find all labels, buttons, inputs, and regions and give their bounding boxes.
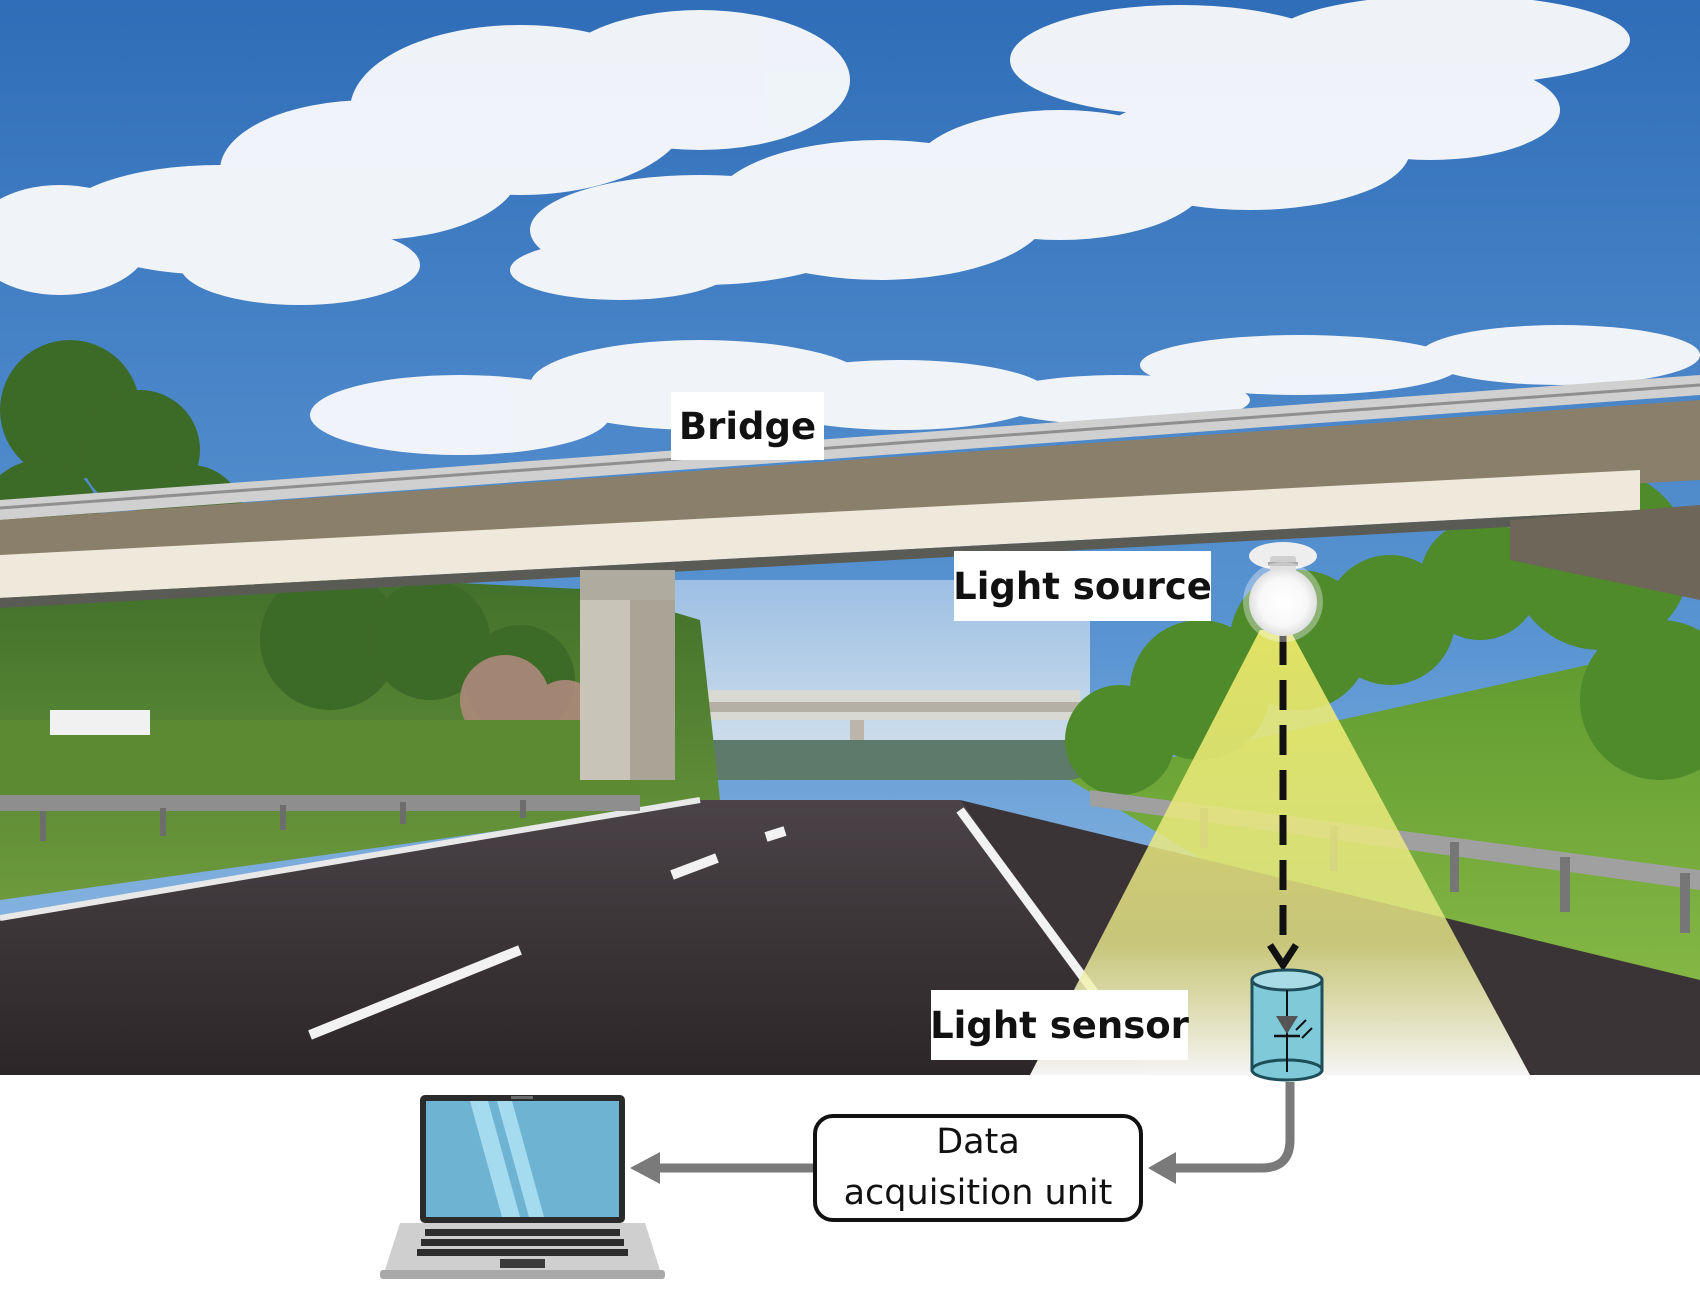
daq-label-line1: Data <box>936 1122 1020 1163</box>
light-beam <box>1030 630 1530 1075</box>
light-sensor-label: Light sensor <box>930 990 1189 1060</box>
photodiode-sensor-icon <box>1250 968 1324 1082</box>
light-bulb-icon <box>1243 542 1323 642</box>
daq-label-line2: acquisition unit <box>843 1173 1113 1213</box>
guardrail-left <box>0 795 640 841</box>
light-source-label: Light source <box>953 551 1212 621</box>
bridge-structure <box>0 375 1700 780</box>
laptop-icon <box>380 1095 665 1279</box>
bridge-label: Bridge <box>671 392 824 460</box>
clouds <box>0 0 1700 455</box>
data-acquisition-unit-box: Data acquisition unit <box>813 1114 1143 1222</box>
laptop-keyboard <box>417 1229 628 1256</box>
